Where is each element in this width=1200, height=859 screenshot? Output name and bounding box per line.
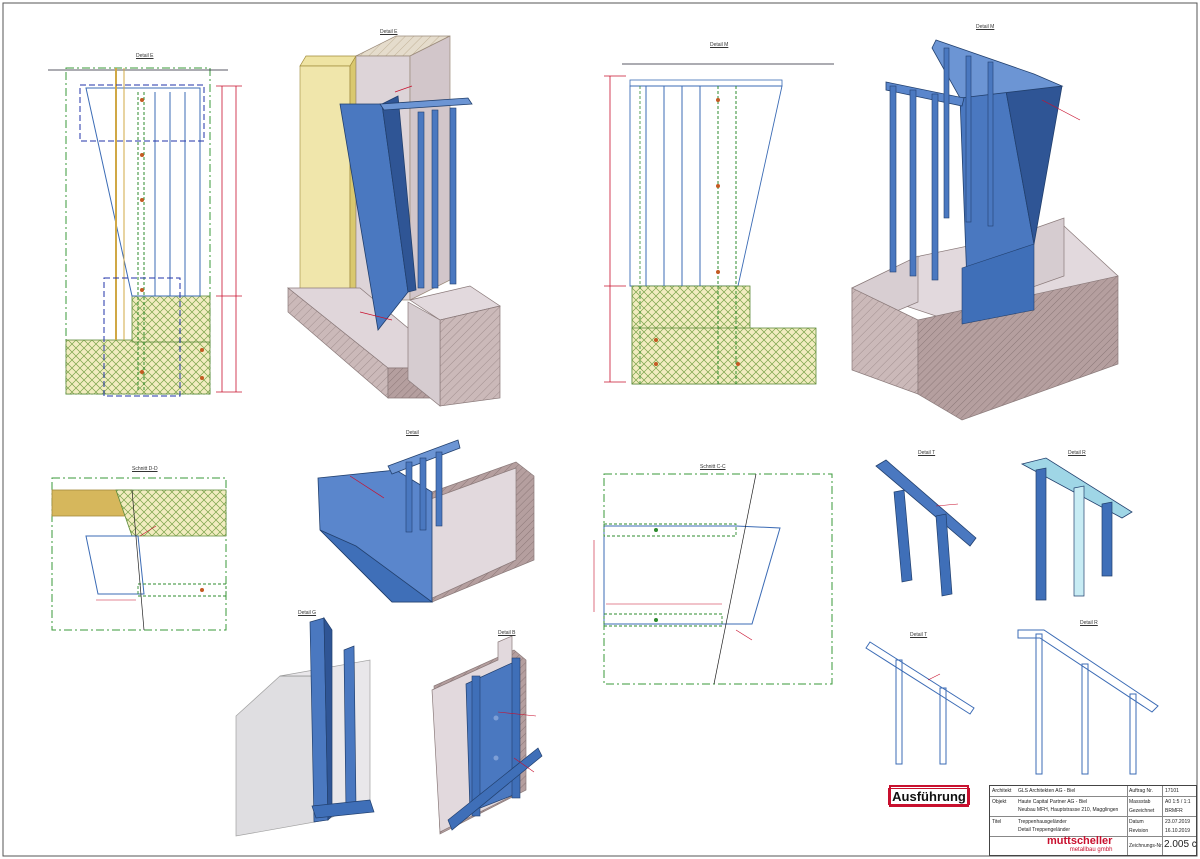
iso-detail-e — [287, 35, 501, 407]
detail-label-11: Detail B — [498, 630, 516, 636]
detail-label-12: Detail T — [910, 632, 928, 638]
detail-label-7: Schnitt C-C — [700, 464, 726, 470]
detail-label-3: Detail M — [710, 42, 729, 48]
iso-detail-b — [431, 635, 543, 835]
ausfuehrung-stamp: Ausführung — [888, 785, 970, 807]
tb-massstab-label: Massstab — [1129, 799, 1151, 805]
section-c-c — [593, 473, 833, 685]
tb-titel: Treppenhausgeländer — [1018, 819, 1067, 825]
company-sub: metallbau gmbh — [1069, 847, 1113, 853]
tb-datum-label: Datum — [1129, 819, 1144, 825]
detail-label-8: Detail T — [918, 450, 936, 456]
detail-label-6: Detail — [406, 430, 419, 436]
company-name: muttscheller — [1047, 835, 1113, 847]
tb-gez: BRMFR — [1165, 808, 1183, 814]
iso-detail-corner — [317, 439, 535, 603]
stamp-label: Ausführung — [888, 787, 970, 805]
detail-label-4: Detail M — [976, 24, 995, 30]
iso-detail-g — [235, 616, 375, 837]
detail-label-5: Schnitt D-D — [132, 466, 158, 472]
title-block: Architekt GLS Architekten AG - Biel Obje… — [989, 785, 1197, 856]
elevation-detail-e — [48, 67, 242, 397]
iso-detail-t — [875, 459, 977, 597]
detail-label-13: Detail R — [1080, 620, 1098, 626]
tb-auftrag: 17101 — [1165, 788, 1179, 794]
tb-objekt: Haute Capital Partner AG - Biel — [1018, 799, 1088, 805]
tb-massstab: A0 1:5 / 1:1 — [1165, 799, 1191, 805]
tb-datum: 23.07.2019 — [1165, 819, 1191, 825]
tb-rev: 16.10.2019 — [1165, 828, 1191, 834]
company-logo: muttscheller metallbau gmbh — [1047, 835, 1113, 854]
line-detail-r — [1017, 629, 1159, 775]
tb-gez-label: Gezeichnet — [1129, 808, 1155, 814]
tb-titel-sub: Detail Treppengeländer — [1018, 827, 1070, 833]
line-detail-t — [865, 641, 975, 765]
tb-rev-label: Revision — [1129, 828, 1149, 834]
tb-architekt: GLS Architekten AG - Biel — [1018, 788, 1076, 794]
elevation-detail-m — [604, 63, 834, 385]
iso-detail-r — [1020, 457, 1133, 601]
tb-architekt-label: Architekt — [992, 788, 1012, 794]
drawing-number: 2.005 c — [1164, 839, 1197, 850]
tb-titel-label: Titel — [992, 819, 1002, 825]
iso-detail-m — [851, 39, 1119, 421]
detail-label-1: Detail E — [136, 53, 154, 59]
detail-label-2: Detail E — [380, 29, 398, 35]
tb-auftrag-label: Auftrag Nr. — [1129, 788, 1153, 794]
detail-label-9: Detail R — [1068, 450, 1086, 456]
detail-label-10: Detail G — [298, 610, 317, 616]
tb-objekt-sub: Neubau MFH, Hauptstrasse 210, Magglingen — [1018, 807, 1119, 813]
tb-objekt-label: Objekt — [992, 799, 1007, 805]
section-d-d — [51, 477, 227, 631]
tb-zeich-label: Zeichnungs-Nr. — [1129, 843, 1163, 849]
